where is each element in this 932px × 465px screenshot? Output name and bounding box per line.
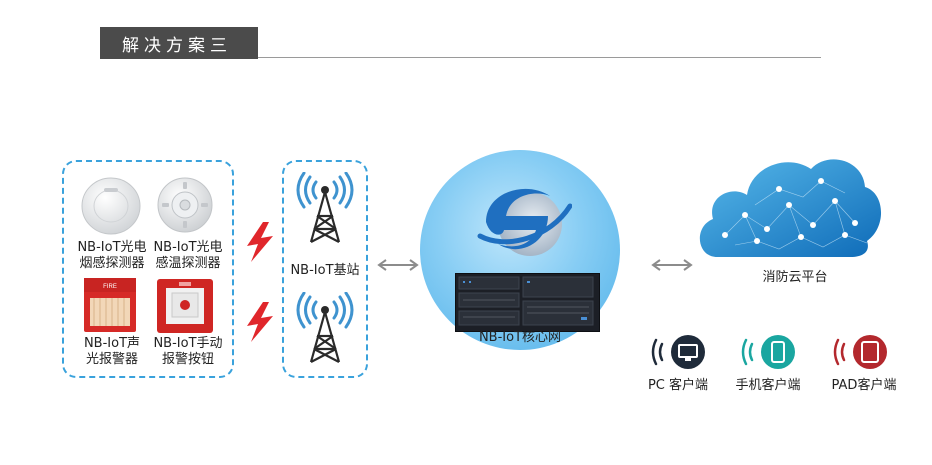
device-label-button: NB-IoT手动 报警按钮 [148,336,228,368]
lightning-icon [247,302,273,342]
client-label-pc: PC 客户端 [647,378,709,393]
device-label-line: 光报警器 [85,352,138,367]
tablet-icon [833,335,887,369]
smoke-detector-icon [81,177,141,235]
device-label-alarm: NB-IoT声 光报警器 [72,336,152,368]
device-label-line: 烟感探测器 [79,256,145,271]
sound-light-alarm-icon: FIRE [84,278,136,332]
title-divider [258,57,821,58]
base-station-tower-icon [296,172,354,243]
base-station-group-box [282,160,368,378]
bidirectional-arrow-icon [651,259,693,271]
device-label-smoke: NB-IoT光电 烟感探测器 [72,240,152,272]
device-label-line: NB-IoT声 [83,336,141,351]
base-station-tower-icon [296,292,354,363]
cloud-platform-label: 消防云平台 [762,270,828,285]
bidirectional-arrow-icon [377,259,419,271]
lightning-icon [247,222,273,262]
client-label-pad: PAD客户端 [831,378,897,393]
base-station-label: NB-IoT基站 [290,263,360,278]
device-label-line: NB-IoT手动 [153,336,223,351]
mobile-phone-icon [741,335,795,369]
pc-monitor-icon [651,335,705,369]
server-rack-details-icon [458,276,594,326]
section-title: 解决方案三 [100,27,258,59]
device-group-box [62,160,234,378]
core-network-globe-icon [477,188,572,256]
device-label-line: 感温探测器 [155,256,221,271]
device-label-line: 报警按钮 [161,352,214,367]
manual-call-point-icon [157,279,213,333]
cloud-platform-icon [699,159,882,257]
device-label-line: NB-IoT光电 [77,240,147,255]
heat-detector-icon [157,177,213,233]
alarm-fire-text: FIRE [103,284,117,290]
device-label-line: NB-IoT光电 [153,240,223,255]
device-label-heat: NB-IoT光电 感温探测器 [148,240,228,272]
core-network-label: NB-IoT核心网 [478,330,562,345]
client-label-mobile: 手机客户端 [735,378,801,393]
